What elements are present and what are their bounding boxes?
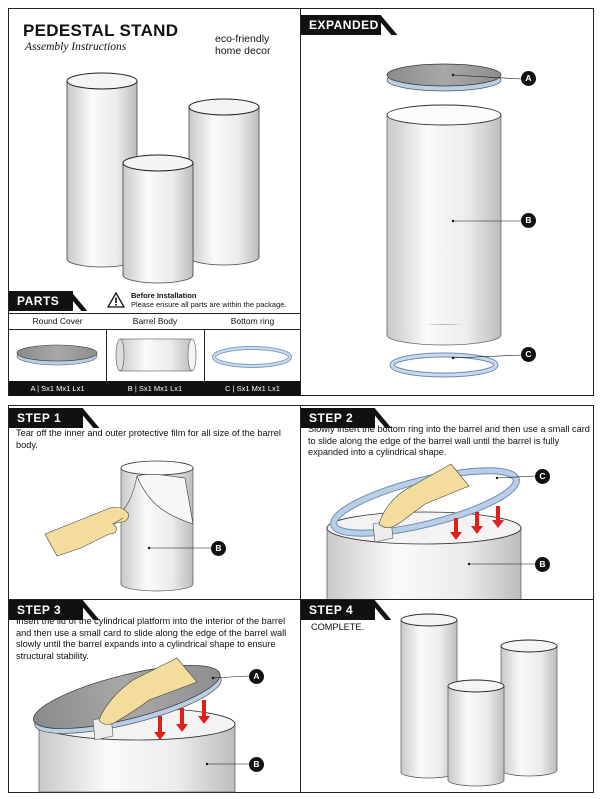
- step-2-panel: STEP 2 Slowly insert the bottom ring int…: [300, 405, 594, 601]
- marker-b: B: [249, 757, 264, 772]
- expanded-panel: EXPANDED A B C: [300, 8, 594, 396]
- warning-text: Please ensure all parts are within the p…: [131, 300, 287, 309]
- step-3-panel: STEP 3 Insert the lid of the cylindrical…: [8, 599, 302, 793]
- parts-table: Round Cover A | Sx1 Mx1 Lx1 Barrel Body …: [9, 313, 301, 396]
- part-name: Round Cover: [9, 314, 106, 330]
- part-name: Bottom ring: [204, 314, 301, 330]
- step-1-tab-label: STEP 1: [17, 411, 62, 425]
- expanded-tab: EXPANDED: [301, 15, 381, 35]
- step-2-illustration: [326, 463, 536, 601]
- step-3-tab-label: STEP 3: [17, 603, 62, 617]
- step-1-illustration: [44, 460, 211, 592]
- marker-c: C: [535, 469, 550, 484]
- step-2-tab-label: STEP 2: [309, 411, 354, 425]
- step-3-illustration: [33, 657, 250, 793]
- product-title: PEDESTAL STAND: [23, 21, 179, 40]
- round-cover-illustration: [16, 344, 98, 366]
- completed-small-cylinder: [447, 679, 505, 787]
- cover-panel: PEDESTAL STAND Assembly Instructions eco…: [8, 8, 302, 396]
- part-bottom-ring: Bottom ring C | Sx1 Mx1 Lx1: [204, 314, 301, 396]
- step-3-tab: STEP 3: [9, 600, 83, 620]
- step-2-text: Slowly insert the bottom ring into the b…: [308, 424, 590, 457]
- exploded-view-illustration: [386, 63, 522, 378]
- expanded-tab-label: EXPANDED: [309, 18, 379, 32]
- marker-a: A: [249, 669, 264, 684]
- marker-b: B: [535, 557, 550, 572]
- marker-c: C: [521, 347, 536, 362]
- step-1-tab: STEP 1: [9, 408, 83, 428]
- part-barrel-body: Barrel Body B | Sx1 Mx1 Lx1: [106, 314, 205, 396]
- completed-medium-cylinder: [500, 639, 558, 777]
- marker-b: B: [521, 213, 536, 228]
- tagline-line2: home decor: [215, 45, 271, 57]
- part-code: C | Sx1 Mx1 Lx1: [204, 381, 301, 396]
- parts-tab-label: PARTS: [17, 294, 60, 308]
- product-subtitle: Assembly Instructions: [25, 41, 127, 53]
- medium-cylinder: [188, 98, 260, 266]
- step-4-tab-label: STEP 4: [309, 603, 354, 617]
- step-4-panel: STEP 4 COMPLETE.: [300, 599, 594, 793]
- tagline-line1: eco-friendly: [215, 33, 270, 45]
- step-1-text: Tear off the inner and outer protective …: [16, 428, 281, 450]
- step-4-tab: STEP 4: [301, 600, 375, 620]
- part-round-cover: Round Cover A | Sx1 Mx1 Lx1: [9, 314, 107, 396]
- marker-b: B: [211, 541, 226, 556]
- part-name: Barrel Body: [106, 314, 204, 330]
- barrel-body-illustration: [115, 338, 197, 372]
- part-code: A | Sx1 Mx1 Lx1: [9, 381, 106, 396]
- step-4-text: COMPLETE.: [311, 622, 365, 632]
- parts-tab: PARTS: [9, 291, 73, 311]
- step-4-illustration: [400, 613, 558, 787]
- cover-cylinders-illustration: [66, 72, 260, 284]
- warning-title: Before Installation: [131, 291, 197, 300]
- marker-a: A: [521, 71, 536, 86]
- step-1-panel: STEP 1 Tear off the inner and outer prot…: [8, 405, 302, 601]
- bottom-ring-illustration: [212, 346, 292, 368]
- part-code: B | Sx1 Mx1 Lx1: [106, 381, 204, 396]
- step-2-tab: STEP 2: [301, 408, 375, 428]
- step-3-text: Insert the lid of the cylindrical platfo…: [16, 616, 287, 661]
- warning-icon: [106, 291, 126, 308]
- small-cylinder: [122, 154, 194, 284]
